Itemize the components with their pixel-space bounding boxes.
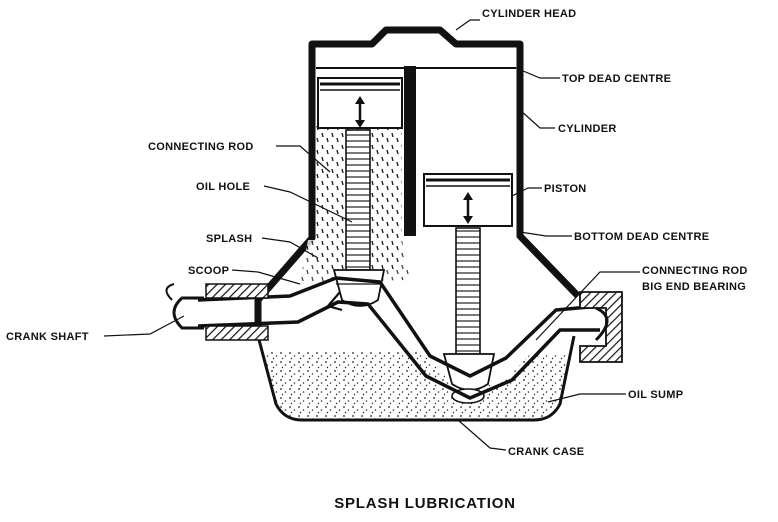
oil-sump-oil: [262, 352, 568, 420]
label-splash: SPLASH: [206, 233, 252, 245]
crank-shaft-end: [172, 296, 204, 330]
label-bottom-dead-centre: BOTTOM DEAD CENTRE: [574, 231, 709, 243]
scoop: [326, 291, 343, 312]
crank-shaft-throw: [197, 276, 601, 378]
main-bearing-left: [205, 283, 269, 299]
engine-body: [254, 26, 581, 336]
label-connecting-rod-big-end: CONNECTING ROD: [642, 265, 748, 277]
connecting-rod-right: [455, 227, 481, 357]
label-cylinder: CYLINDER: [558, 123, 617, 135]
diagram-caption: SPLASH LUBRICATION: [334, 495, 516, 512]
label-oil-hole: OIL HOLE: [196, 181, 250, 193]
label-scoop: SCOOP: [188, 265, 229, 277]
label-connecting-rod: CONNECTING ROD: [148, 141, 254, 153]
crank-case: [256, 335, 576, 422]
label-top-dead-centre: TOP DEAD CENTRE: [562, 73, 671, 85]
label-crank-shaft: CRANK SHAFT: [6, 331, 89, 343]
main-bearing-right: [579, 291, 623, 363]
label-big-end-bearing: BIG END BEARING: [642, 281, 746, 293]
connecting-rod-left: [345, 129, 371, 271]
label-oil-sump: OIL SUMP: [628, 389, 683, 401]
label-piston: PISTON: [544, 183, 587, 195]
cylinder-wall: [404, 66, 416, 236]
big-end-right: [442, 353, 496, 391]
label-cylinder-head: CYLINDER HEAD: [482, 8, 576, 20]
label-crank-case: CRANK CASE: [508, 446, 584, 458]
